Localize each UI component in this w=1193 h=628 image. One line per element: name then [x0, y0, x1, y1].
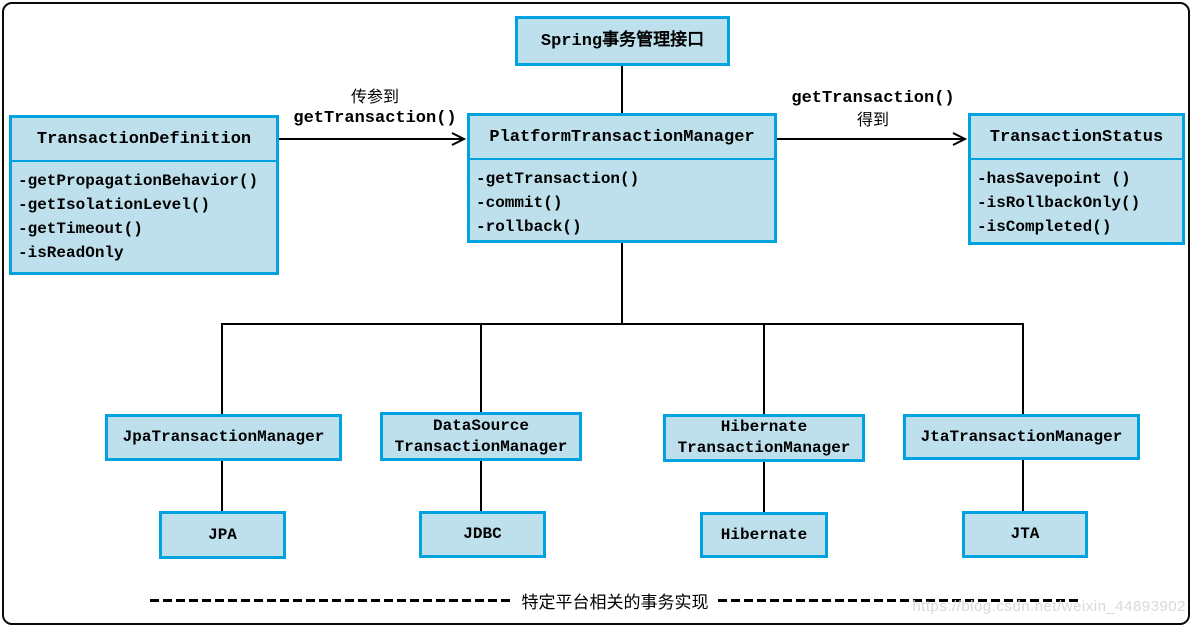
- label-pass-param: 传参到 getTransaction(): [280, 87, 470, 130]
- node-label: Hibernate: [720, 418, 808, 436]
- class-title: PlatformTransactionManager: [470, 116, 774, 160]
- bottom-caption: 特定平台相关的事务实现: [150, 590, 1080, 612]
- node-label: TransactionManager: [677, 439, 851, 457]
- node-label: Hibernate: [720, 525, 808, 544]
- arrow-def-to-ptm-head: [451, 132, 467, 146]
- arrow-ptm-to-status-head: [952, 132, 968, 146]
- node-spring-tx-interface: Spring事务管理接口: [515, 16, 730, 66]
- node-label: JTA: [1010, 525, 1040, 543]
- class-title: TransactionStatus: [971, 116, 1182, 160]
- label-get-transaction-result: getTransaction() 得到: [778, 88, 968, 131]
- node-jdbc: JDBC: [419, 511, 546, 558]
- dashed-rule-right: [717, 598, 1080, 602]
- node-label: JPA: [208, 525, 237, 544]
- class-method-list: -getTransaction() -commit() -rollback(): [470, 160, 774, 239]
- node-label: TransactionManager: [394, 437, 568, 456]
- node-datasource-transaction-manager: DataSource TransactionManager: [380, 412, 582, 461]
- node-jpa: JPA: [159, 511, 286, 559]
- label-line-zh: 得到: [856, 112, 889, 129]
- method-item: -isCompleted(): [977, 218, 1112, 236]
- label-line-code: getTransaction(): [293, 109, 457, 128]
- dashed-rule-left: [150, 598, 513, 602]
- method-item: -getPropagationBehavior(): [18, 172, 259, 190]
- node-jta: JTA: [962, 511, 1088, 558]
- method-item: -isRollbackOnly(): [977, 194, 1141, 212]
- watermark-url: https://blog.csdn.net/weixin_44893902: [912, 598, 1186, 615]
- node-label: JtaTransactionManager: [920, 427, 1123, 446]
- node-label: Spring事务管理接口: [540, 31, 705, 51]
- node-label: JDBC: [463, 525, 502, 543]
- method-item: -isReadOnly: [18, 244, 124, 262]
- method-item: -rollback(): [476, 218, 582, 236]
- class-transaction-definition: TransactionDefinition -getPropagationBeh…: [9, 115, 279, 275]
- label-line-zh: 传参到: [350, 89, 399, 106]
- method-item: -hasSavepoint (): [977, 170, 1131, 188]
- class-platform-transaction-manager: PlatformTransactionManager -getTransacti…: [467, 113, 777, 243]
- method-item: -getIsolationLevel(): [18, 196, 211, 214]
- node-label: JpaTransactionManager: [122, 428, 325, 446]
- node-hibernate: Hibernate: [700, 512, 828, 558]
- class-title: TransactionDefinition: [12, 118, 276, 162]
- node-hibernate-transaction-manager: Hibernate TransactionManager: [663, 414, 865, 462]
- method-item: -getTransaction(): [476, 170, 640, 188]
- class-transaction-status: TransactionStatus -hasSavepoint () -isRo…: [968, 113, 1185, 245]
- method-item: -commit(): [476, 194, 563, 212]
- class-method-list: -hasSavepoint () -isRollbackOnly() -isCo…: [971, 160, 1182, 239]
- node-label: DataSource: [432, 416, 529, 435]
- method-item: -getTimeout(): [18, 220, 143, 238]
- class-method-list: -getPropagationBehavior() -getIsolationL…: [12, 162, 276, 265]
- caption-text: 特定平台相关的事务实现: [521, 592, 709, 612]
- node-jpa-transaction-manager: JpaTransactionManager: [105, 414, 342, 461]
- node-jta-transaction-manager: JtaTransactionManager: [903, 414, 1140, 460]
- label-line-code: getTransaction(): [791, 89, 955, 108]
